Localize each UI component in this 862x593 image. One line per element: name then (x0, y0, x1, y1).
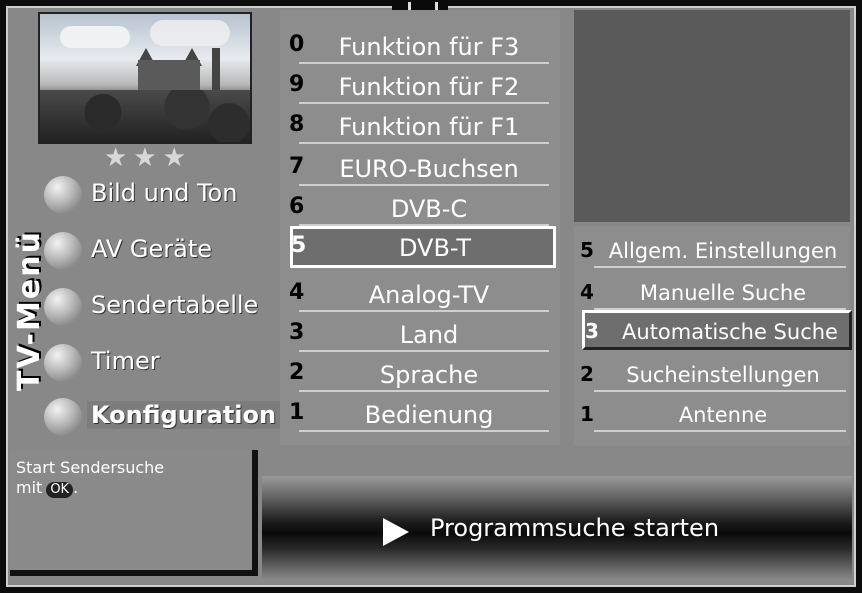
item-label: Analog-TV (368, 281, 490, 309)
item-label: Automatische Suche (622, 320, 838, 344)
item-number: 4 (580, 280, 594, 304)
dvbt-item-3-selected[interactable]: 3 Automatische Suche (582, 310, 852, 350)
menu-item-bild-und-ton[interactable]: Bild und Ton (44, 172, 272, 216)
config-item-4[interactable]: 4 Analog-TV (287, 276, 549, 312)
help-text: mit (16, 478, 43, 497)
menu-bullet-icon (44, 344, 82, 382)
config-item-7[interactable]: 7 EURO-Buchsen (287, 150, 549, 186)
config-item-0[interactable]: 0 Funktion für F3 (287, 28, 549, 64)
menu-item-timer[interactable]: Timer (44, 340, 272, 384)
menu-bullet-icon (44, 398, 82, 436)
config-item-3[interactable]: 3 Land (287, 316, 549, 352)
menu-item-label: AV Geräte (91, 235, 213, 263)
side-title: TV-Menü (12, 205, 47, 420)
item-number: 4 (289, 280, 305, 305)
menu-item-label: Konfiguration (87, 401, 281, 429)
item-number: 6 (289, 194, 305, 219)
config-item-5-selected[interactable]: 5 DVB-T (290, 226, 556, 268)
item-label: Sucheinstellungen (626, 363, 820, 387)
config-item-6[interactable]: 6 DVB-C (287, 190, 549, 226)
config-item-2[interactable]: 2 Sprache (287, 356, 549, 392)
item-number: 3 (289, 320, 305, 345)
menu-item-konfiguration[interactable]: Konfiguration (44, 394, 281, 438)
item-label: Allgem. Einstellungen (608, 239, 838, 263)
menu-item-label: Bild und Ton (91, 179, 238, 207)
item-number: 1 (289, 400, 305, 425)
config-item-1[interactable]: 1 Bedienung (287, 396, 549, 432)
item-number: 7 (289, 154, 305, 179)
item-number: 1 (580, 402, 594, 426)
config-item-9[interactable]: 9 Funktion für F2 (287, 68, 549, 104)
menu-bullet-icon (44, 176, 82, 214)
menu-item-av-geraete[interactable]: AV Geräte (44, 228, 272, 272)
start-search-button[interactable]: Programmsuche starten (430, 514, 720, 542)
item-label: Funktion für F3 (338, 33, 520, 61)
play-icon (383, 518, 409, 546)
item-label: Sprache (379, 361, 479, 389)
item-number: 5 (580, 238, 594, 262)
item-number: 3 (585, 319, 599, 343)
menu-item-label: Sendertabelle (91, 291, 259, 319)
item-label: Manuelle Suche (639, 281, 807, 305)
menu-bullet-icon (44, 288, 82, 326)
ok-button-icon: OK (46, 482, 74, 498)
item-number: 8 (289, 112, 305, 137)
rating-stars: ★★★ (104, 143, 192, 173)
side-title-text: TV-Menü (12, 230, 47, 391)
item-label: DVB-T (398, 234, 472, 262)
item-label: Bedienung (364, 401, 494, 429)
menu-bullet-icon (44, 232, 82, 270)
action-bar (262, 476, 852, 580)
help-line-1: Start Sendersuche (16, 458, 165, 477)
item-label: Antenne (678, 403, 768, 427)
config-item-8[interactable]: 8 Funktion für F1 (287, 108, 549, 144)
dvbt-item-1[interactable]: 1 Antenne (578, 396, 846, 432)
preview-image (38, 12, 252, 144)
dvbt-item-4[interactable]: 4 Manuelle Suche (578, 274, 846, 310)
item-number: 0 (289, 32, 305, 57)
menu-item-label: Timer (91, 347, 160, 375)
item-number: 5 (291, 233, 307, 258)
item-number: 2 (580, 362, 594, 386)
item-number: 2 (289, 360, 305, 385)
item-label: Funktion für F2 (338, 73, 520, 101)
help-text: . (73, 478, 79, 497)
item-label: EURO-Buchsen (339, 155, 519, 183)
menu-item-sendertabelle[interactable]: Sendertabelle (44, 284, 272, 328)
item-label: DVB-C (390, 195, 468, 223)
item-number: 9 (289, 72, 305, 97)
dvbt-item-5[interactable]: 5 Allgem. Einstellungen (578, 232, 846, 268)
dvbt-item-2[interactable]: 2 Sucheinstellungen (578, 356, 846, 392)
info-area (574, 10, 850, 222)
item-label: Land (399, 321, 459, 349)
item-label: Funktion für F1 (338, 113, 520, 141)
